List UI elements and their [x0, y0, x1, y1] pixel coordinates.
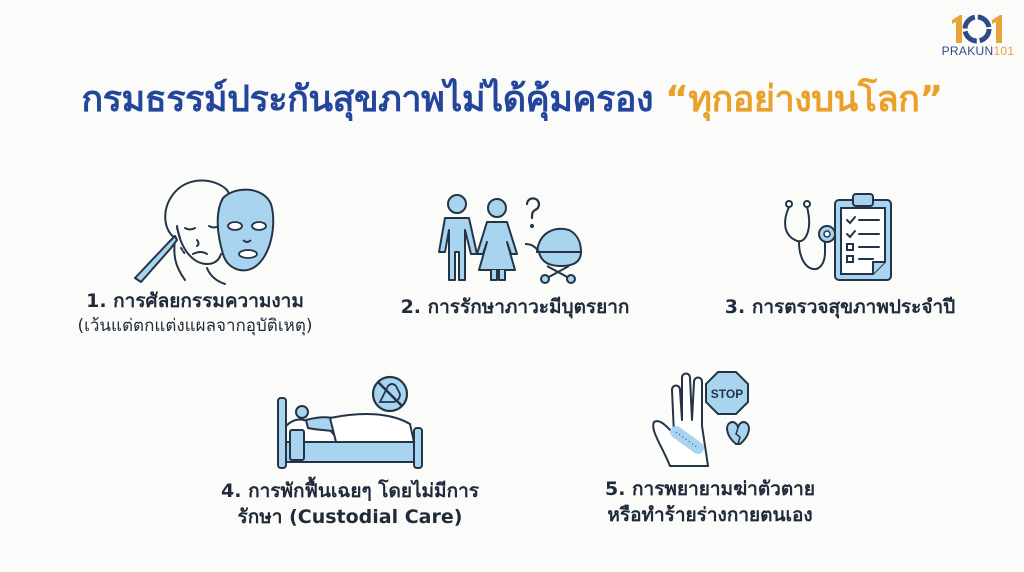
self-harm-icon: STOP: [652, 371, 750, 467]
exclusion-item-2: 2. การรักษาภาวะมีบุตรยาก: [370, 190, 660, 320]
title-highlight: “ทุกอย่างบนโลก”: [665, 79, 943, 120]
item-3-label: 3. การตรวจสุขภาพประจำปี: [724, 296, 956, 318]
stop-sign-icon: [705, 371, 749, 415]
broken-heart-icon: [726, 420, 750, 445]
prakun101-logo: PRAKUN101: [938, 12, 1018, 58]
item-4-label-line2: รักษา (Custodial Care): [237, 506, 463, 528]
annual-checkup-icon: [784, 193, 892, 281]
logo-text: PRAKUN101: [941, 44, 1015, 58]
exclusion-item-4: 4. การพักฟื้นเฉยๆ โดยไม่มีการ รักษา (Cus…: [180, 372, 520, 530]
exclusion-item-3: 3. การตรวจสุขภาพประจำปี: [690, 190, 990, 320]
infertility-icon: [438, 194, 583, 284]
exclusion-item-1: 1. การศัลยกรรมความงาม (เว้นแต่ตกแต่งแผลจ…: [30, 168, 360, 338]
page-title: กรมธรรม์ประกันสุขภาพไม่ได้คุ้มครอง “ทุกอ…: [81, 79, 943, 120]
logo-101-mark: [938, 12, 1018, 46]
item-4-label: 4. การพักฟื้นเฉยๆ โดยไม่มีการ: [221, 480, 479, 502]
item-1-sublabel: (เว้นแต่ตกแต่งแผลจากอุบัติเหตุ): [77, 316, 313, 336]
item-1-label: 1. การศัลยกรรมความงาม: [86, 290, 304, 312]
svg-text:STOP: STOP: [711, 387, 743, 401]
item-5-label-line2: หรือทำร้ายร่างกายตนเอง: [607, 504, 813, 526]
item-2-label: 2. การรักษาภาวะมีบุตรยาก: [400, 296, 630, 318]
exclusion-item-5: STOP 5. การพยายามฆ่าตัวตาย หรือทำร้ายร่า…: [560, 370, 860, 528]
custodial-care-icon: [277, 375, 423, 469]
cosmetic-surgery-icon: [134, 179, 275, 285]
item-5-label: 5. การพยายามฆ่าตัวตาย: [604, 478, 815, 500]
